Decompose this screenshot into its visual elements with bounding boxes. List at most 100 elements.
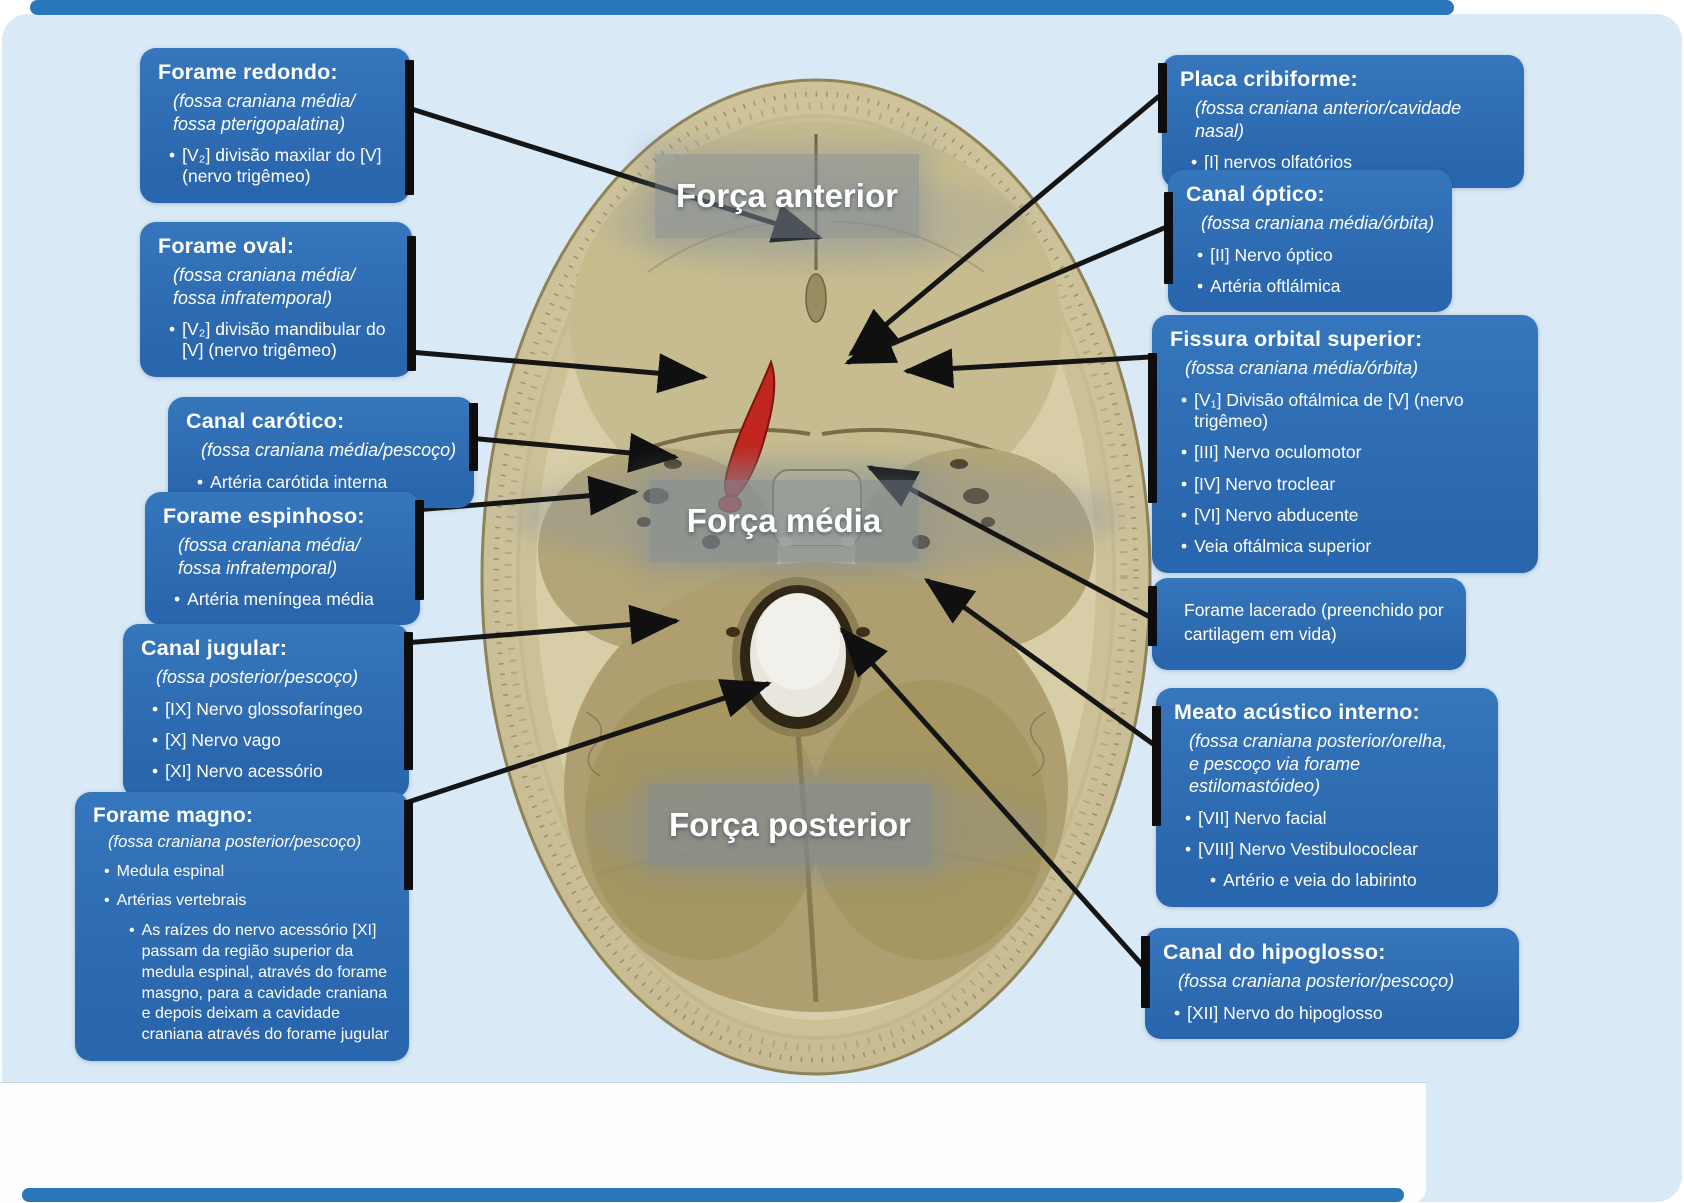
info-box-cribiforme: Placa cribiforme: (fossa craniana anterio… <box>1158 55 1524 189</box>
bullet-item: • Veia oftálmica superior <box>1170 536 1524 557</box>
hypoglossal-canal-left <box>726 627 740 637</box>
box-title: Forame espinhoso: <box>163 504 365 528</box>
connector-bar-hipoglosso <box>1141 936 1150 1008</box>
box-subtitle-line: (fossa craniana média/órbita) <box>1201 213 1435 233</box>
bullet-icon: • <box>1197 244 1204 265</box>
connector-bar-fissura <box>1148 353 1157 503</box>
bullet-text: [X] Nervo vago <box>165 729 281 750</box>
connector-bar-cribiforme <box>1158 63 1167 133</box>
region-label-anterior: Força anterior <box>655 154 919 238</box>
region-label-media-text: Força média <box>686 502 882 539</box>
bullet-icon: • <box>152 698 159 719</box>
info-box-lacerado: Forame lacerado (preenchido por cartilag… <box>1148 578 1466 671</box>
bullet-item: •Medula espinal <box>93 862 395 883</box>
region-label-posterior-text: Força posterior <box>668 806 912 843</box>
info-box-optico: Canal óptico: (fossa craniana média/órbit… <box>1164 170 1452 313</box>
bullet-icon: • <box>152 729 159 750</box>
bullet-text: [IX] Nervo glossofaríngeo <box>165 698 363 719</box>
box-subtitle-line: (fossa craniana posterior/pescoço) <box>1178 971 1455 991</box>
box-title: Fissura orbital superior: <box>1170 327 1423 351</box>
connector-bar-optico <box>1164 192 1173 284</box>
box-title: Forame oval: <box>158 234 295 258</box>
connector-bar-oval <box>407 236 416 371</box>
bullet-text: [XII] Nervo do hipoglosso <box>1187 1002 1383 1023</box>
box-title: Placa cribiforme: <box>1180 67 1358 91</box>
bullet-item: • [X] Nervo vago <box>141 730 395 751</box>
box-subtitle-line: (fossa craniana posterior/pescoço) <box>108 833 362 851</box>
bullet-item: •[VI] Nervo abducente <box>1170 505 1524 526</box>
bullet-item: • [III] Nervo oculomotor <box>1170 442 1524 463</box>
bullet-text: [XI] Nervo acessório <box>165 761 323 782</box>
bullet-icon: • <box>1181 504 1188 525</box>
bullet-icon: • <box>169 145 176 165</box>
region-label-posterior: Força posterior <box>648 784 932 866</box>
connector-bar-magno <box>404 800 413 890</box>
foramen-magnum-highlight <box>756 594 840 690</box>
box-subtitle-line: (fossa craniana média/pescoço) <box>201 440 457 460</box>
bullet-text: [III] Nervo oculomotor <box>1194 442 1362 463</box>
box-title: Canal óptico: <box>1186 182 1325 206</box>
bullet-icon: • <box>1174 1002 1181 1023</box>
info-box-magno: Forame magno:(fossa craniana posterior/p… <box>75 792 413 1061</box>
bullet-icon: • <box>1197 275 1204 296</box>
info-box-redondo: Forame redondo:(fossa craniana média/fos… <box>140 48 414 203</box>
info-box-hipoglosso: Canal do hipoglosso: (fossa craniana post… <box>1141 928 1519 1039</box>
bullet-icon: • <box>169 319 176 339</box>
bullet-text: [V₁] Divisão oftálmica de [V] (nervo tri… <box>1194 389 1464 431</box>
box-subtitle-line: fossa infratemporal) <box>173 287 333 308</box>
box-title: Meato acústico interno: <box>1174 700 1420 724</box>
bullet-item: • [XII] Nervo do hipoglosso <box>1163 1003 1505 1024</box>
bullet-icon: • <box>129 922 135 940</box>
bullet-item: • [VII] Nervo facial <box>1174 808 1484 829</box>
bullet-icon: • <box>197 471 204 492</box>
connector-bar-jugular <box>404 632 413 770</box>
bullet-item: •As raízes do nervo acessório [XI] passa… <box>93 921 395 1046</box>
box-plain-text: Forame lacerado (preenchido por cartilag… <box>1184 600 1444 644</box>
connector-bar-espinhoso <box>415 500 424 600</box>
bullet-text: Artério e veia do labirinto <box>1223 870 1417 891</box>
top-border-bar <box>30 0 1454 15</box>
bullet-text: [I] nervos olfatórios <box>1204 152 1352 172</box>
bullet-text: [V₂] divisão mandibular do [V] (nervo tr… <box>182 319 386 361</box>
bullet-text: [IV] Nervo troclear <box>1194 473 1336 494</box>
connector-bar-carotico <box>469 403 478 471</box>
bullet-item: •Artérias vertebrais <box>93 891 395 912</box>
bullet-icon: • <box>1185 807 1192 828</box>
bullet-text: Veia oftálmica superior <box>1194 536 1372 557</box>
connector-bar-lacerado <box>1148 586 1157 646</box>
info-box-espinhoso: Forame espinhoso:(fossa craniana média/f… <box>145 492 424 626</box>
bullet-item: • [V₂] divisão maxilar do [V] (nervo trig… <box>158 145 396 188</box>
box-title: Canal carótico: <box>186 409 345 433</box>
box-subtitle-line: (fossa craniana anterior/cavidade nasal) <box>1195 98 1462 141</box>
info-box-oval: Forame oval: (fossa craniana média/fossa … <box>140 222 416 377</box>
hypoglossal-canal-right <box>856 627 870 637</box>
connector-bar-meato <box>1152 706 1161 826</box>
box-title: Canal jugular: <box>141 636 288 660</box>
box-subtitle-line: fossa pterigopalatina) <box>173 113 346 134</box>
bullet-item: • [I] nervos olfatórios <box>1180 152 1510 173</box>
bullet-text: [II] Nervo óptico <box>1210 244 1333 265</box>
box-subtitle-line: e pescoço via forame estilomastóideo) <box>1189 753 1361 797</box>
bullet-icon: • <box>1181 473 1188 494</box>
bullet-item: • [V₂] divisão mandibular do [V] (nervo t… <box>158 319 398 362</box>
bullet-item: •Artéria carótida interna <box>186 472 460 493</box>
bullet-text: [VII] Nervo facial <box>1198 807 1327 828</box>
box-subtitle-line: (fossa posterior/pescoço) <box>156 667 359 687</box>
box-title: Canal do hipoglosso: <box>1163 940 1386 964</box>
bullet-icon: • <box>1210 870 1217 891</box>
region-label-media: Força média <box>650 480 918 562</box>
bullet-icon: • <box>1181 389 1188 410</box>
bullet-icon: • <box>1181 442 1188 463</box>
info-box-meato: Meato acústico interno:(fossa craniana p… <box>1152 688 1498 907</box>
bullet-text: [V₂] divisão maxilar do [V] (nervo trigê… <box>182 145 382 187</box>
crista-galli <box>805 273 827 323</box>
box-title: Forame redondo: <box>158 60 338 84</box>
bullet-item: •Artéria meníngea média <box>163 589 406 610</box>
bullet-icon: • <box>1191 152 1198 172</box>
bullet-text: Artéria meníngea média <box>187 589 374 609</box>
box-subtitle-line: (fossa craniana média/ <box>173 265 356 285</box>
bullet-item: • [II] Nervo óptico <box>1186 245 1438 266</box>
bullet-icon: • <box>152 761 159 782</box>
info-box-fissura: Fissura orbital superior:(fossa craniana… <box>1148 315 1538 573</box>
bullet-icon: • <box>1181 536 1188 557</box>
